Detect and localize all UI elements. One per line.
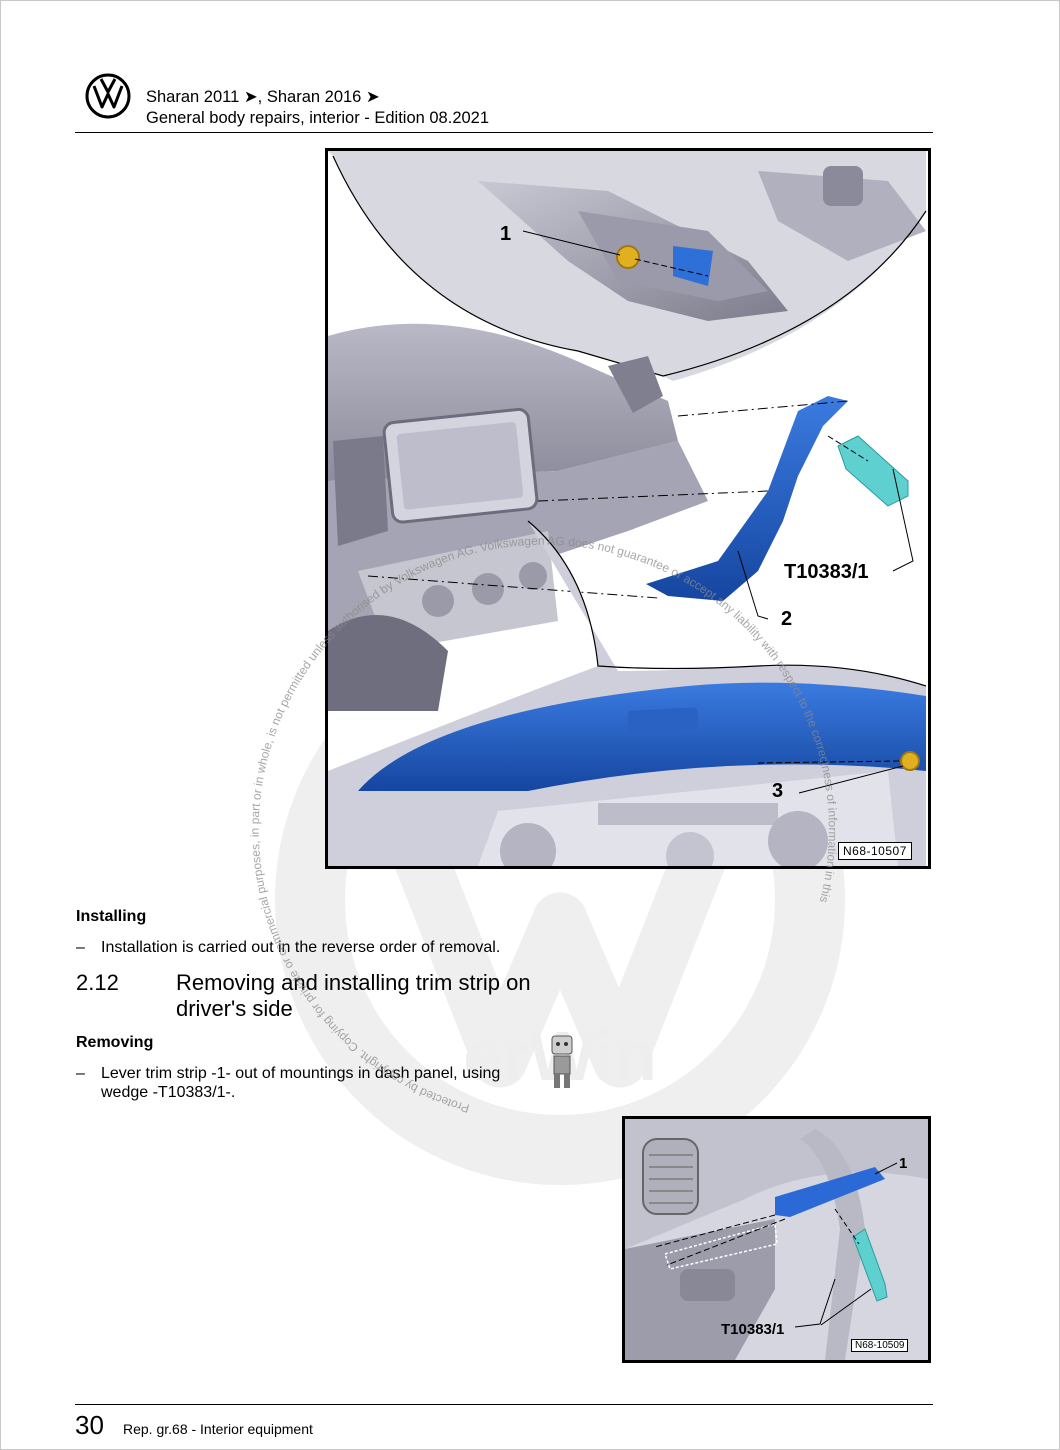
tool-label-wedge: T10383/1 <box>721 1321 785 1338</box>
callout-2: 2 <box>781 608 793 630</box>
removing-step-text: Lever trim strip -1- out of mountings in… <box>101 1065 501 1101</box>
removing-heading: Removing <box>76 1034 154 1051</box>
footer-text: Rep. gr.68 - Interior equipment <box>123 1421 313 1437</box>
callout-1: 1 <box>500 223 512 245</box>
figure-id: N68-10509 <box>851 1339 909 1352</box>
figure-trim-strip-driver: 1 T10383/1 N68-10509 <box>622 1116 931 1363</box>
watermark-arc-text: Protected by copyright. Copying for priv… <box>0 0 840 1116</box>
footer-rule <box>75 1404 933 1405</box>
svg-text:Protected by copyright. Copyin: Protected by copyright. Copying for priv… <box>0 0 840 1116</box>
header-text: Sharan 2011 ➤, Sharan 2016 ➤ General bod… <box>146 87 489 129</box>
figure1-illustration <box>328 151 927 866</box>
callout-1: 1 <box>899 1155 908 1172</box>
figure-id: N68-10507 <box>838 842 912 860</box>
figure2-illustration <box>625 1119 928 1360</box>
section-number: 2.12 <box>76 970 119 995</box>
page-header: Sharan 2011 ➤, Sharan 2016 ➤ General bod… <box>75 70 933 133</box>
robot-mascot-icon <box>551 1035 573 1088</box>
page-number: 30 <box>75 1410 104 1440</box>
installing-heading: Installing <box>76 908 147 925</box>
installing-step-text: Installation is carried out in the rever… <box>101 939 501 956</box>
header-models: Sharan 2011 ➤, Sharan 2016 ➤ <box>146 88 380 106</box>
tool-label-wedge: T10383/1 <box>784 561 869 583</box>
callout-3: 3 <box>772 780 784 802</box>
figure-trim-strip-passenger: 1 2 3 T10383/1 N68-10507 <box>325 148 931 869</box>
step-dash: – <box>76 939 85 956</box>
vw-logo-icon <box>85 73 131 119</box>
header-manual-title: General body repairs, interior - Edition… <box>146 109 490 127</box>
step-dash: – <box>76 1065 85 1082</box>
section-title: Removing and installing trim strip on dr… <box>176 970 531 1021</box>
